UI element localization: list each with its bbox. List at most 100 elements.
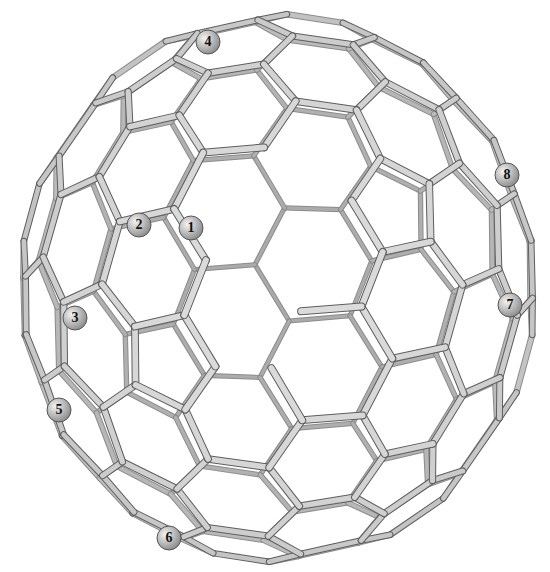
bond-stick [96,92,128,103]
bond-outline [500,315,517,377]
atom-sphere [63,306,87,330]
bond-outline [269,420,302,467]
bond-stick [357,82,386,110]
bond-outline [301,307,361,312]
bond-stick [258,20,293,36]
bond-fill [208,459,269,468]
bond-stick [207,527,268,536]
bond-outline [496,378,503,418]
bond-fill [353,45,385,82]
bond-fill [355,454,385,497]
bond-outline [343,23,375,38]
bond-outline [184,260,206,315]
bond-fill [500,315,517,377]
bond-outline [514,194,531,241]
bond-stick [43,257,64,302]
bond-stick [429,184,430,242]
bond-outline [302,415,362,420]
bond-outline [361,252,382,307]
bond-outline [102,222,120,285]
bond-outline [43,194,61,257]
bond-stick [500,315,517,377]
bond-stick [136,385,186,410]
bond-stick [287,14,343,23]
bond-outline [103,385,135,407]
bond-fill [99,177,120,222]
bond-stick [463,269,499,285]
bond-fill [361,252,382,307]
bond-stick [57,307,59,370]
bond-fill [352,201,383,252]
bond-stick [343,23,375,38]
bond-outline [293,36,354,45]
bond-fill [213,553,269,562]
bond-stick [439,110,459,164]
bond-outline [99,127,130,177]
bond-stick [374,37,423,62]
bond-fill [363,359,393,416]
bond-stick [289,316,350,321]
bond-fill [531,240,532,298]
bond-fill [426,449,428,484]
bond-fill [350,316,382,367]
bond-outline [264,64,296,101]
bond-outline [185,366,215,409]
bond-outline [264,101,296,147]
bond-outline [355,497,384,513]
bond-fill [184,537,213,553]
bond-outline [43,257,64,302]
bond-stick [269,468,299,507]
bond-outline [439,110,459,164]
bond-outline [103,407,122,462]
bond-outline [59,156,61,194]
bond-outline [26,334,44,379]
atom-sphere [196,30,220,54]
bond-stick [293,36,354,45]
bond-stick [26,334,44,379]
bond-outline [260,377,292,428]
bond-fill [99,127,130,177]
bond-fill [264,36,293,64]
bond-stick [341,210,372,261]
bond-fill [132,327,138,385]
bond-outline [429,184,430,242]
bond-stick [459,163,497,205]
bond-stick [59,156,61,194]
bond-outline [355,454,385,497]
bond-stick [302,415,362,420]
bond-fill [185,366,215,409]
bond-fill [514,194,531,241]
bond-stick [260,377,292,428]
bond-stick [426,449,428,484]
bond-stick [499,378,500,418]
bond-fill [497,205,499,268]
bond-fill [384,481,432,514]
bond-outline [352,159,381,201]
bond-fill [299,497,354,506]
bond-stick [64,435,103,476]
bond-outline [285,208,341,210]
bond-outline [103,476,135,513]
bond-outline [269,468,299,507]
bond-outline [463,269,499,285]
bond-fill [301,307,361,312]
bond-stick [432,471,462,481]
bond-stick [177,459,208,489]
bond-fill [385,444,433,454]
bond-outline [353,45,385,82]
callout-number: 2 [136,218,143,232]
bond-outline [64,366,103,407]
bond-fill [357,82,386,110]
bond-outline [423,63,456,98]
bond-stick [128,59,176,92]
bond-stick [353,45,385,82]
bond-fill [445,347,464,393]
bond-fill [26,334,44,379]
atom-sphere [47,398,71,422]
bond-stick [173,324,204,375]
bond-stick [268,506,299,536]
bond-stick [433,394,464,444]
bond-stick [464,378,500,394]
atom-sphere [179,216,203,240]
